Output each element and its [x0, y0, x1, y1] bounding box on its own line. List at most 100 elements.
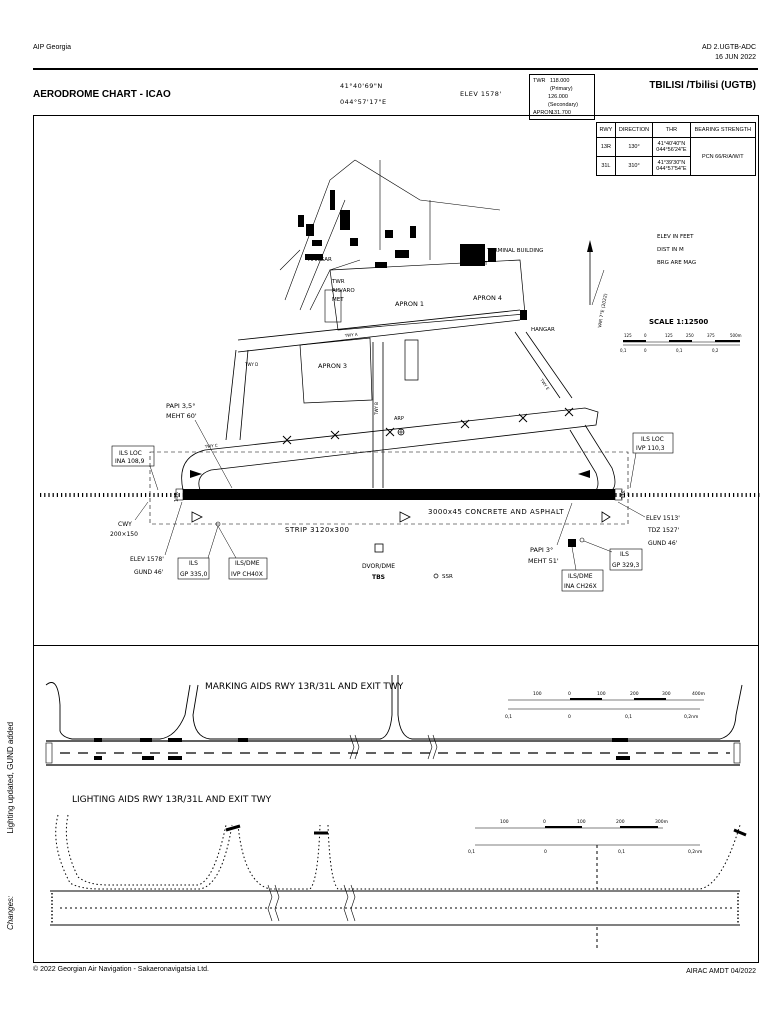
elev-31l-label-3: GUND 46'	[648, 540, 678, 547]
apron-4-label: APRON 4	[473, 294, 502, 302]
papi-13r-label-2: MEHT 60'	[166, 412, 197, 420]
rwy-13r-label: 13R	[174, 492, 180, 502]
frequency-value: 126.000 (Secondary)	[548, 94, 579, 108]
road-network	[279, 159, 501, 323]
aids-panels: MARKING AIDS RWY 13R/31L AND EXIT TWY 10…	[45, 675, 747, 950]
lighting-scale-nm: 0,1	[468, 849, 475, 855]
apron-3-label: APRON 3	[318, 362, 347, 370]
marking-scale-nm: 0	[568, 714, 571, 720]
elev-13r-leader	[164, 501, 183, 556]
papi-31l-leader	[556, 502, 573, 546]
customs-label: CUST	[473, 261, 488, 267]
note-brg: BRG ARE MAG	[657, 260, 696, 266]
aerodrome-name: TBILISI /Tbilisi (UGTB)	[649, 80, 756, 91]
marking-scale-m: 400m	[692, 691, 705, 697]
runway-table: RWY DIRECTION THR BEARING STRENGTH 13R 1…	[596, 122, 757, 176]
lighting-scale-m: 200	[616, 819, 625, 825]
twy-e-label: TWY E	[539, 377, 551, 391]
apron-2-stand	[404, 339, 419, 381]
twy-a-label: TWY A	[344, 332, 359, 338]
scale-bar: 125 0 125 250 375 500m 0,1 0 0,1 0,2	[620, 333, 742, 353]
lighting-aids-title: LIGHTING AIDS RWY 13R/31L AND EXIT TWY	[72, 795, 272, 805]
lighting-scale-m: 0	[543, 819, 546, 825]
arp-icon	[397, 428, 405, 436]
chart-title: AERODROME CHART - ICAO	[33, 89, 171, 100]
marking-scale-m: 200	[630, 691, 639, 697]
terminal-label: TERMINAL BUILDING	[486, 248, 543, 254]
lighting-scale-nm: 0,1	[618, 849, 625, 855]
scale-tick-m: 375	[707, 333, 715, 338]
scale-tick-m: 0	[644, 333, 647, 338]
lighting-scale-m: 100	[500, 819, 509, 825]
scale-tick-m: 500m	[730, 333, 742, 338]
ils-dme-31l-box	[561, 569, 604, 592]
ils-loc-13r-label-2: INA 108,9	[115, 458, 145, 465]
runway-strip	[149, 451, 629, 525]
ils-gp-31l-leader	[583, 540, 613, 553]
lighting-scale-bar: 100 0 100 200 300m 0,1 0 0,1 0,2nm	[468, 819, 702, 855]
clearway-label-2: 200×150	[110, 531, 138, 538]
ils-dme-31l-icon	[568, 539, 576, 547]
runway-surface-label: 3000x45 CONCRETE AND ASPHALT	[428, 508, 564, 516]
changes-label: Changes:	[6, 895, 15, 930]
magnetic-variation-label: VAR 7°E (2022)	[597, 293, 609, 329]
marking-scale-nm: 0,1	[625, 714, 632, 720]
chart-frame	[33, 115, 759, 963]
thr-lat: 41°40'40"N	[657, 141, 686, 147]
lighting-scale-nm: 0	[544, 849, 547, 855]
marking-aids-drawing	[45, 675, 743, 766]
scale-tick-nm: 0,1	[620, 348, 627, 353]
taxiway-b	[372, 342, 384, 488]
thr-lon: 044°56'24"E	[656, 147, 687, 153]
marking-scale-nm: 0,2nm	[684, 714, 698, 720]
ils-dme-13r-leader	[217, 525, 237, 559]
lighting-scale-m: 100	[577, 819, 586, 825]
scale-tick-nm: 0	[644, 348, 647, 353]
changes-note: Changes: Lighting updated, GUND added	[6, 722, 15, 930]
ils-loc-31l-box	[632, 432, 674, 454]
note-elev: ELEV IN FEET	[657, 234, 694, 240]
marking-scale-m: 100	[597, 691, 606, 697]
aerodrome-elevation: ELEV 1578'	[460, 90, 502, 98]
publication-name: AIP Georgia	[33, 44, 72, 51]
elev-13r-label-1: ELEV 1578'	[130, 556, 164, 563]
approach-arrow-icon	[578, 470, 590, 478]
twy-c-label: TWY C	[204, 443, 219, 449]
runway	[183, 489, 615, 500]
frequency-service: APRON	[533, 110, 553, 116]
ils-loc-31l-label-2: IVP 110,3	[636, 445, 665, 452]
arp-longitude: 044°57'17"E	[340, 98, 387, 106]
ils-dme-13r-label-2: IVP CH40X	[231, 571, 263, 578]
twy-d-label: TWY D	[244, 362, 258, 367]
strip-label: STRIP 3120x300	[285, 526, 349, 534]
apron-3	[299, 337, 373, 404]
lighting-scale-nm: 0,2nm	[688, 849, 702, 855]
runway-threshold-31l	[614, 488, 623, 501]
marking-scale-m: 0	[568, 691, 571, 697]
ils-loc-13r-box	[111, 445, 155, 467]
rwy-31l-label: 31L	[619, 490, 625, 499]
ils-dme-31l-label-1: ILS/DME	[568, 573, 593, 580]
marking-scale-nm: 0,1	[505, 714, 512, 720]
thr-lat: 41°39'30"N	[657, 160, 686, 166]
papi-31l-label-2: MEHT 51'	[528, 557, 559, 565]
taxiway-e-link-inner	[569, 429, 599, 491]
ils-loc-31l-label-1: ILS LOC	[641, 436, 664, 443]
papi-13r-leader	[194, 419, 233, 489]
elev-31l-label-2: TDZ 1527'	[647, 527, 680, 534]
scale-tick-nm: 0,2	[712, 348, 719, 353]
north-arrow-icon	[587, 240, 593, 305]
closed-taxiway-marks	[282, 407, 574, 445]
ils-gp-13r-label-1: ILS	[189, 560, 198, 567]
elev-31l-label-1: ELEV 1513'	[646, 515, 680, 522]
taxiway-e-link	[584, 424, 616, 491]
scale-tick-nm: 0,1	[676, 348, 683, 353]
parallel-taxiway	[181, 407, 599, 491]
buildings	[298, 190, 527, 320]
met-label: MET	[332, 297, 344, 303]
magnetic-variation-arrow-icon	[591, 269, 605, 306]
ils-loc-13r-label-1: ILS LOC	[119, 450, 142, 457]
